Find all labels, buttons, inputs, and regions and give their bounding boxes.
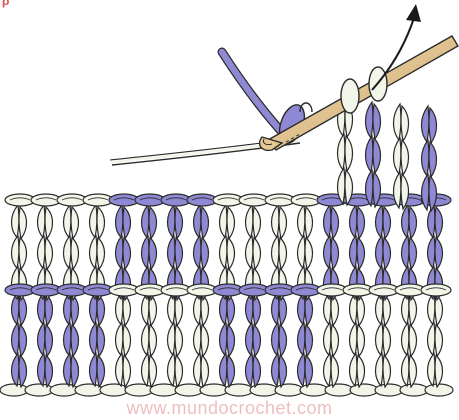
stitch-top-chain bbox=[421, 284, 451, 296]
stitch bbox=[168, 292, 183, 387]
foundation-chain-loop bbox=[125, 384, 153, 396]
working-stitches bbox=[330, 100, 450, 211]
foundation-chain-loop bbox=[100, 384, 128, 396]
foundation-chain-loop bbox=[400, 384, 428, 396]
foundation-chain-loop bbox=[0, 384, 28, 396]
stitch bbox=[220, 292, 235, 387]
stitch bbox=[12, 292, 27, 387]
foundation-chain-loop bbox=[25, 384, 53, 396]
stitch bbox=[324, 292, 339, 387]
stitch bbox=[64, 292, 79, 387]
stitch bbox=[116, 292, 131, 387]
stitch bbox=[194, 292, 209, 387]
stitch bbox=[246, 292, 261, 387]
stitch bbox=[298, 292, 313, 387]
stitch-row-bottom bbox=[12, 292, 443, 387]
corner-mark: ρ bbox=[2, 0, 9, 8]
stitch bbox=[350, 292, 365, 387]
stitch bbox=[142, 292, 157, 387]
stitch bbox=[272, 292, 287, 387]
foundation-chain-loop bbox=[275, 384, 303, 396]
stitch bbox=[376, 292, 391, 387]
stitch bbox=[428, 292, 443, 387]
foundation-chain-loop bbox=[300, 384, 328, 396]
stitch bbox=[38, 292, 53, 387]
stitch bbox=[90, 292, 105, 387]
foundation-chain-loop bbox=[150, 384, 178, 396]
foundation-chain-loop bbox=[375, 384, 403, 396]
foundation-chain-loop bbox=[425, 384, 453, 396]
stitch bbox=[402, 292, 417, 387]
